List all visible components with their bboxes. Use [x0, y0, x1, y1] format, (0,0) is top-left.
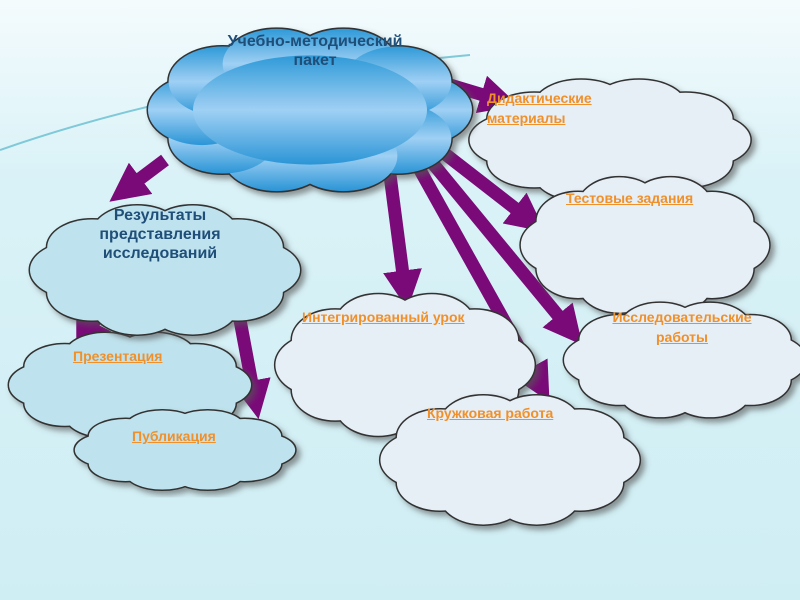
link-club-work[interactable]: Кружковая работа: [427, 405, 554, 421]
arrow-to-integrated: [383, 174, 422, 310]
cloud-club: [378, 394, 642, 526]
cloud-main: [146, 27, 474, 193]
arrow-to-tests: [436, 144, 546, 232]
cloud-presentation: [7, 331, 253, 439]
arrow-to-research: [424, 155, 583, 346]
cloud-tests: [519, 175, 771, 315]
arrow-to-publication: [232, 318, 271, 420]
cloud-results: [28, 204, 302, 336]
link-presentation[interactable]: Презентация: [73, 348, 163, 364]
link-test-tasks[interactable]: Тестовые задания: [566, 190, 694, 206]
arrow-to-results: [109, 154, 169, 202]
cloud-research: [562, 301, 800, 419]
link-publication[interactable]: Публикация: [132, 428, 216, 444]
cloud-publication: [73, 408, 297, 492]
link-integrated-lesson[interactable]: Интегрированный урок: [302, 309, 465, 325]
cloud-didactic: [468, 78, 752, 202]
